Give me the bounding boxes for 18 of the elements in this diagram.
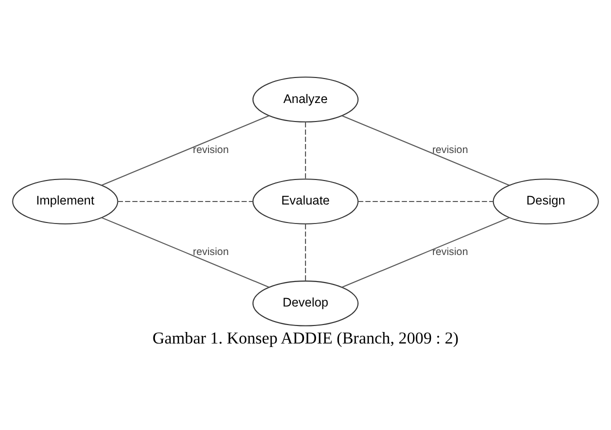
connector [342, 115, 510, 186]
connector [358, 200, 493, 202]
connector [304, 122, 306, 179]
edge-label: revision [432, 145, 468, 156]
edge-label: revision [192, 145, 229, 156]
edge-label: revision [432, 247, 468, 258]
connector [342, 217, 510, 288]
caption: Gambar 1. Konsep ADDIE (Branch, 2009 : 2) [152, 328, 459, 348]
node-ellipse: Develop [252, 280, 359, 326]
connector [101, 217, 270, 288]
edge-label: revision [192, 247, 229, 258]
node-ellipse: Design [492, 178, 599, 224]
connector [304, 224, 306, 281]
connector [101, 115, 270, 186]
node-ellipse: Evaluate [252, 178, 359, 224]
node-ellipse: Analyze [252, 76, 359, 122]
node-ellipse: Implement [12, 178, 118, 224]
connector [118, 200, 253, 202]
